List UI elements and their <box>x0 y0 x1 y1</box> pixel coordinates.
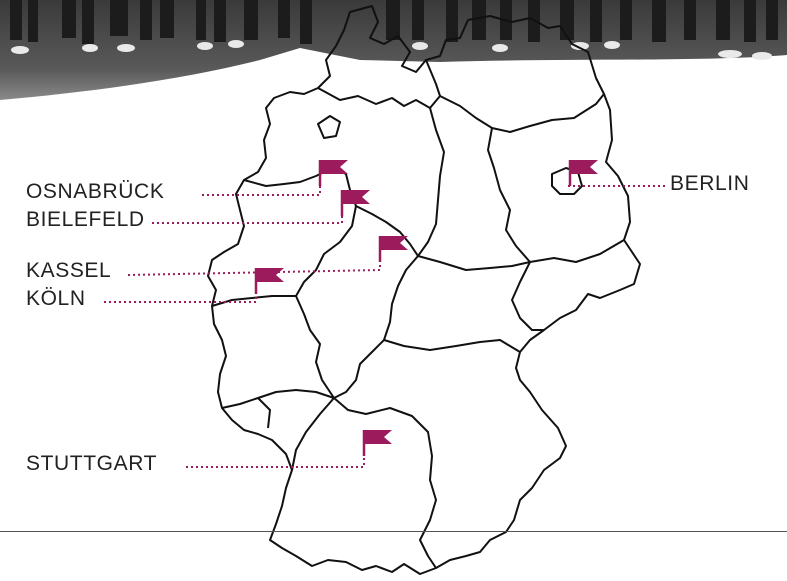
city-label-koeln: KÖLN <box>26 287 86 310</box>
city-label-kassel: KASSEL <box>26 259 112 282</box>
flag-icon-koeln <box>254 268 284 294</box>
group-photo <box>0 0 787 100</box>
leader-kassel <box>127 262 381 276</box>
flag-icon-osnabrueck <box>318 160 348 186</box>
leader-stuttgart <box>186 456 365 468</box>
flag-icon-stuttgart <box>362 430 392 456</box>
leader-koeln <box>104 294 257 303</box>
city-label-bielefeld: BIELEFELD <box>26 208 145 231</box>
flag-icon-berlin <box>568 160 598 186</box>
divider-line <box>0 531 787 532</box>
city-label-stuttgart: STUTTGART <box>26 452 158 475</box>
city-label-berlin: BERLIN <box>670 172 750 195</box>
germany-outline <box>207 5 641 575</box>
leader-bielefeld <box>152 216 343 224</box>
leader-osnabrueck <box>202 186 321 196</box>
flag-icon-kassel <box>378 236 408 262</box>
city-label-osnabrueck: OSNABRÜCK <box>26 180 165 203</box>
flag-icon-bielefeld <box>340 190 370 216</box>
